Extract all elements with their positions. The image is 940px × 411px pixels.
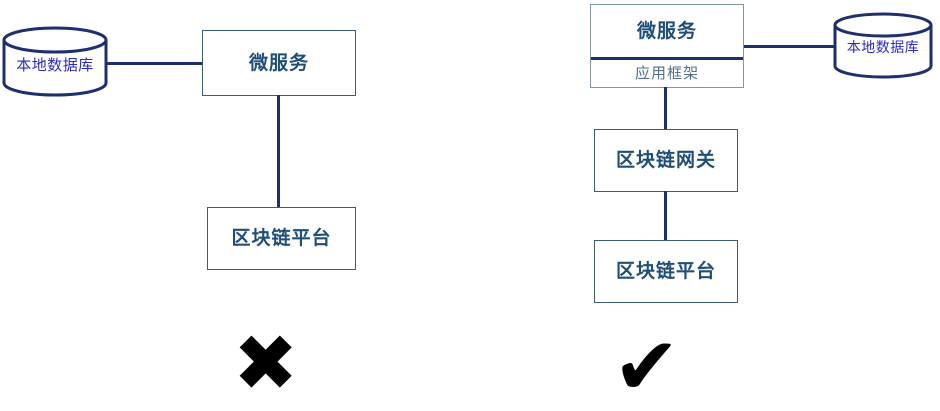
- connector-framework-to-gateway-right: [664, 87, 667, 131]
- blockchain-gateway-box-right: 区块链网关: [594, 129, 738, 192]
- local-database-label-left: 本地数据库: [16, 57, 94, 74]
- microservice-section-right: 微服务: [591, 5, 743, 60]
- blockchain-platform-box-right: 区块链平台: [594, 240, 738, 303]
- application-framework-section-right: 应用框架: [591, 60, 743, 87]
- cylinder-shape-icon: [2, 26, 108, 97]
- microservice-label-right: 微服务: [636, 20, 697, 42]
- application-framework-label-right: 应用框架: [634, 65, 699, 82]
- local-database-cylinder-right: 本地数据库: [833, 12, 933, 79]
- blockchain-platform-label-right: 区块链平台: [615, 261, 716, 282]
- check-mark-icon: ✔: [613, 320, 681, 411]
- local-database-label-right: 本地数据库: [846, 39, 920, 55]
- cylinder-shape-icon: [833, 12, 933, 79]
- connector-db-to-microservice-left: [104, 62, 204, 65]
- microservice-box-left: 微服务: [202, 30, 356, 96]
- cross-mark-icon: ✖: [233, 319, 299, 409]
- local-database-cylinder-left: 本地数据库: [2, 26, 108, 97]
- microservice-label-left: 微服务: [248, 52, 309, 74]
- microservice-framework-box-right: 微服务 应用框架: [590, 4, 744, 88]
- connector-microservice-to-db-right: [741, 45, 835, 48]
- blockchain-gateway-label-right: 区块链网关: [615, 150, 716, 171]
- connector-microservice-to-platform-left: [277, 95, 280, 208]
- connector-gateway-to-platform-right: [664, 191, 667, 242]
- blockchain-platform-label-left: 区块链平台: [231, 228, 332, 249]
- blockchain-platform-box-left: 区块链平台: [207, 207, 356, 270]
